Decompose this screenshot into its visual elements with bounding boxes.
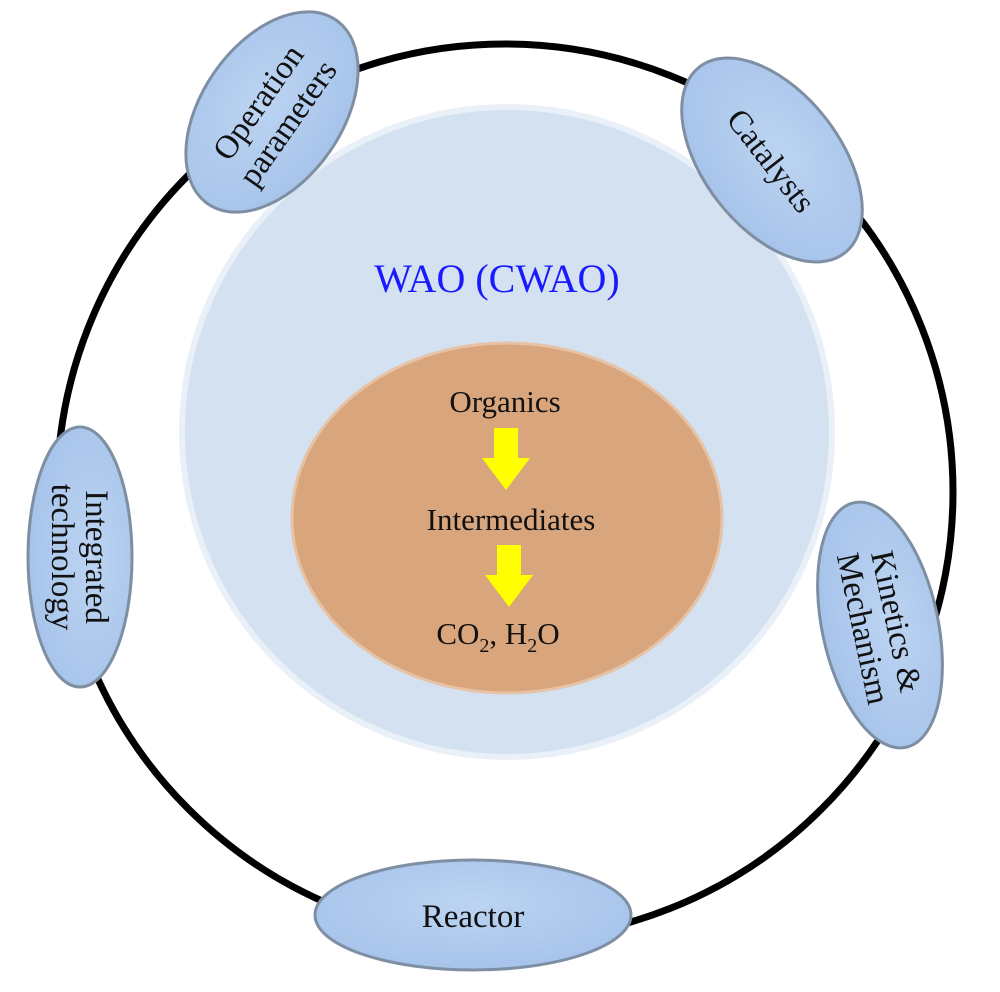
reaction-ellipse	[290, 341, 724, 695]
step-organics: Organics	[449, 384, 560, 419]
arrow-down-icon	[482, 428, 530, 490]
satellite-integrated-technology: Integrated technology	[26, 425, 134, 689]
svg-text:Reactor: Reactor	[422, 899, 525, 935]
satellite-kinetics-mechanism: Kinetics & Mechanism	[816, 500, 944, 750]
svg-text:Integrated: Integrated	[78, 490, 114, 624]
satellite-catalysts: Catalysts	[680, 56, 864, 264]
svg-text:technology: technology	[44, 484, 80, 631]
step-products: CO2, H2O	[436, 616, 559, 657]
satellite-operation-parameters: Operation parameters	[184, 10, 360, 214]
arrow-down-icon	[485, 545, 533, 607]
wao-title: WAO (CWAO)	[374, 256, 620, 301]
step-intermediates: Intermediates	[427, 502, 596, 537]
satellite-reactor: Reactor	[313, 858, 633, 972]
